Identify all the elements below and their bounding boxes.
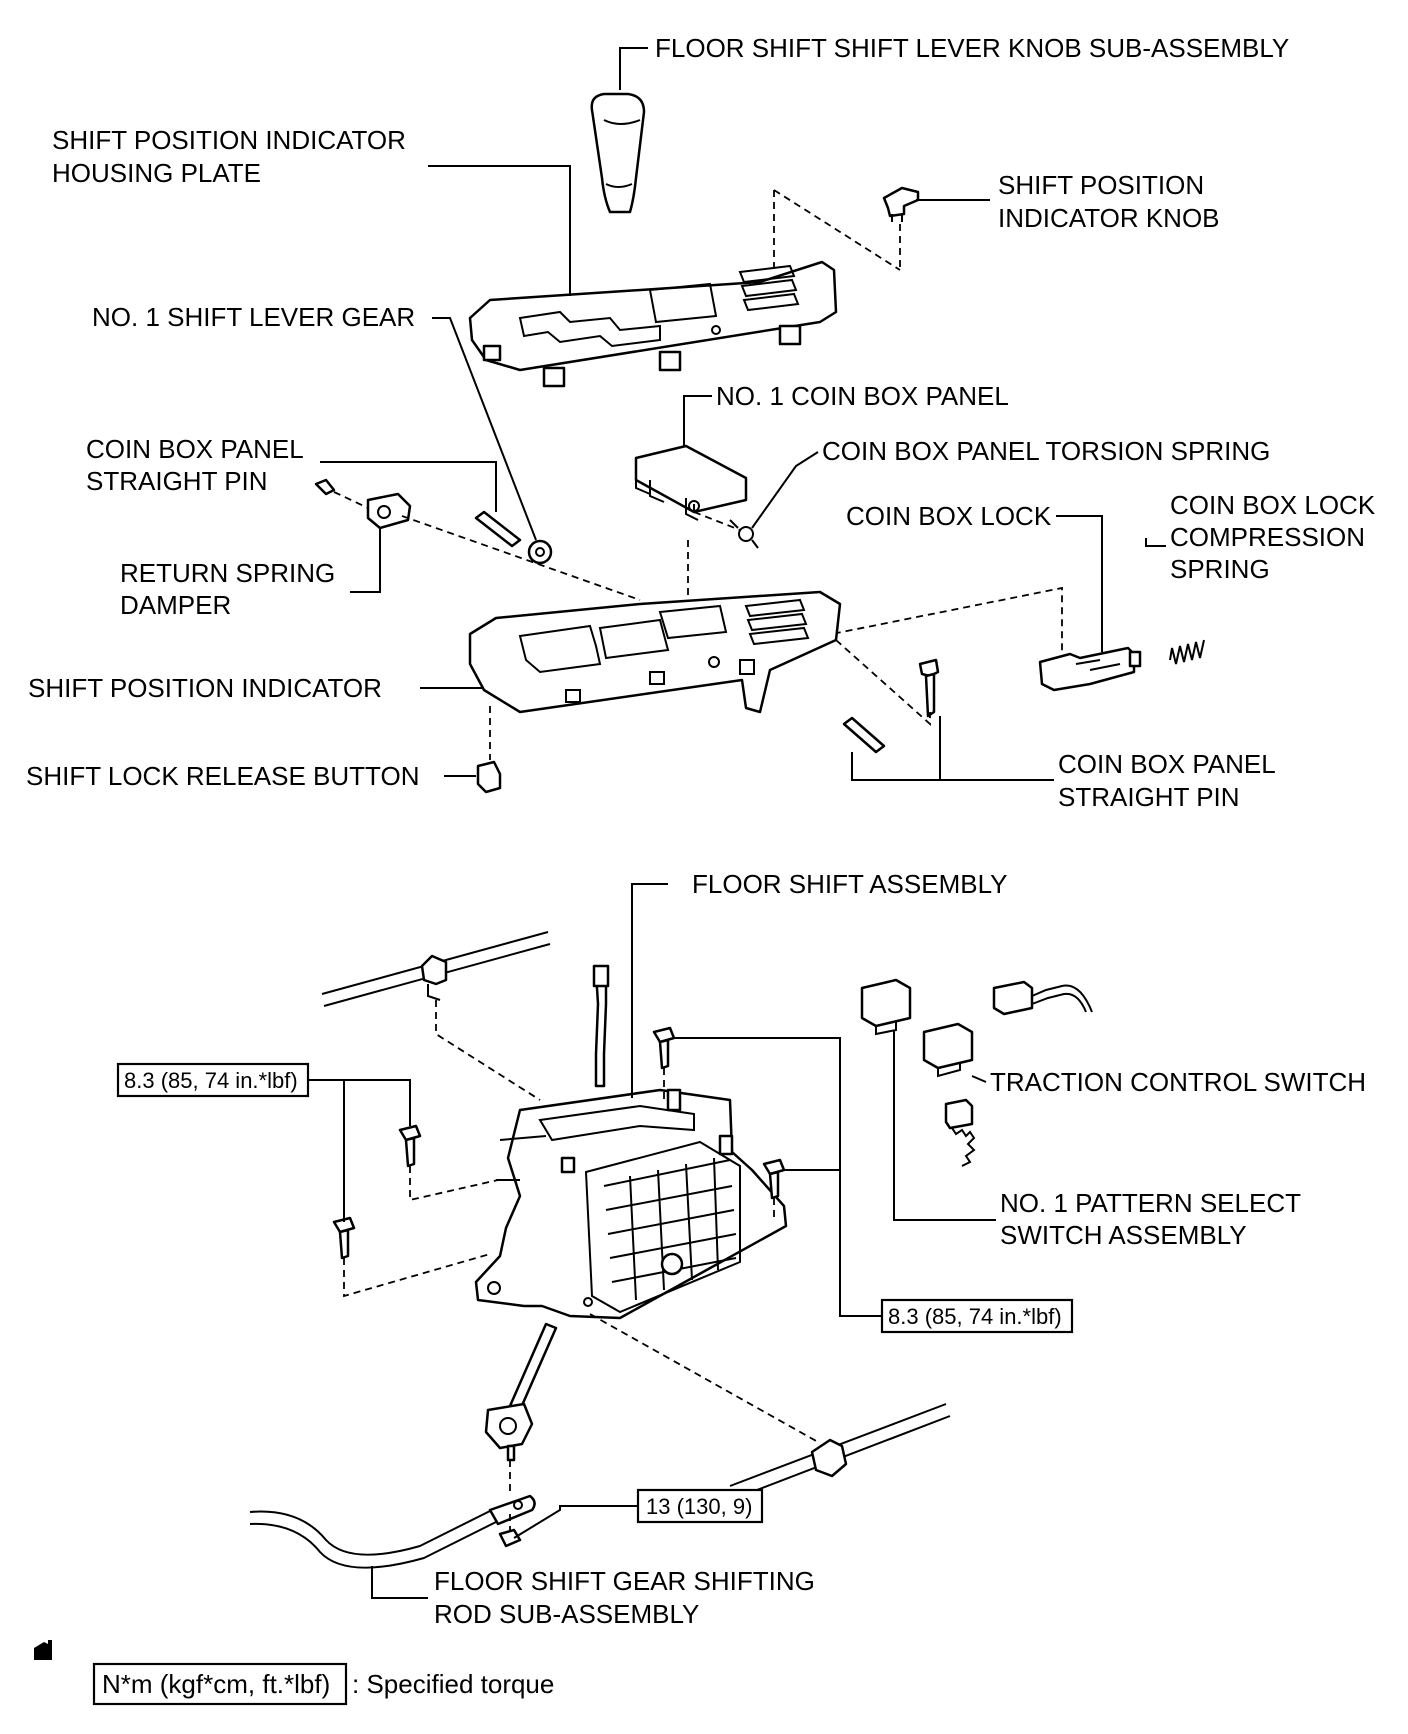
indicator-knob-drawing (882, 186, 920, 222)
traction-control-switch-drawing (860, 978, 1093, 1167)
floor-shift-assembly-drawing (474, 964, 788, 1320)
label-pattern-select-line2: SWITCH ASSEMBLY (1000, 1220, 1247, 1250)
label-pin-left-line2: STRAIGHT PIN (86, 466, 268, 496)
label-compression-spring-line1: COIN BOX LOCK (1170, 490, 1376, 520)
label-traction-control: TRACTION CONTROL SWITCH (990, 1067, 1366, 1097)
label-coin-box-panel: NO. 1 COIN BOX PANEL (716, 381, 1009, 411)
label-indicator-knob-line1: SHIFT POSITION (998, 170, 1204, 200)
torque-box-bottom (636, 1488, 764, 1524)
bolt-left-lower-drawing (332, 1216, 356, 1260)
shift-rod-drawing (249, 1494, 536, 1569)
housing-plate-drawing (468, 260, 838, 388)
legend-torque-box (92, 1662, 348, 1706)
label-return-damper-line2: DAMPER (120, 590, 231, 620)
bolt-left-upper-drawing (398, 1124, 422, 1168)
shift-lever-gear-drawing (527, 539, 553, 565)
label-torsion-spring: COIN BOX PANEL TORSION SPRING (822, 436, 1270, 466)
label-rod-subassembly-line2: ROD SUB-ASSEMBLY (434, 1599, 699, 1629)
label-housing-plate-line1: SHIFT POSITION INDICATOR (52, 125, 406, 155)
label-pin-right-line1: COIN BOX PANEL (1058, 749, 1276, 779)
label-knob-subassembly: FLOOR SHIFT SHIFT LEVER KNOB SUB-ASSEMBL… (655, 33, 1289, 63)
shift-lever-arm-drawing (484, 1322, 558, 1462)
label-pin-right-line2: STRAIGHT PIN (1058, 782, 1240, 812)
shift-position-indicator-drawing (468, 590, 842, 714)
label-shift-lock-release: SHIFT LOCK RELEASE BUTTON (26, 761, 419, 791)
bolt-top-center-drawing (652, 1026, 676, 1070)
coin-box-lock-drawing (1038, 646, 1142, 692)
bolt-right-drawing (762, 1158, 786, 1200)
straight-pin-right-drawing (842, 658, 940, 754)
label-housing-plate-line2: HOUSING PLATE (52, 158, 261, 188)
straight-pin-left-drawing (474, 510, 522, 548)
label-coin-box-lock: COIN BOX LOCK (846, 501, 1052, 531)
return-spring-damper-drawing (314, 478, 412, 530)
label-compression-spring-line3: SPRING (1170, 554, 1270, 584)
torque-value-left: 8.3 (85, 74 in.*lbf) (124, 1068, 298, 1093)
label-pin-left-line1: COIN BOX PANEL (86, 434, 304, 464)
torque-wrench-icon (34, 1640, 52, 1660)
label-compression-spring-line2: COMPRESSION (1170, 522, 1365, 552)
label-shift-lever-gear: NO. 1 SHIFT LEVER GEAR (92, 302, 415, 332)
label-shift-position-indicator: SHIFT POSITION INDICATOR (28, 673, 382, 703)
legend-unit-text: N*m (kgf*cm, ft.*lbf) (102, 1669, 330, 1699)
torsion-spring-drawing (729, 519, 759, 549)
label-return-damper-line1: RETURN SPRING (120, 558, 335, 588)
legend-description: : Specified torque (352, 1669, 554, 1699)
shift-lever-knob-drawing (590, 92, 646, 214)
lower-cable-drawing (729, 1403, 951, 1499)
torque-value-right: 8.3 (85, 74 in.*lbf) (888, 1304, 1062, 1329)
label-indicator-knob-line2: INDICATOR KNOB (998, 203, 1220, 233)
upper-cable-drawing (321, 931, 551, 1007)
compression-spring-drawing (1169, 639, 1205, 665)
torque-box-left (116, 1062, 310, 1098)
torque-box-right (880, 1298, 1074, 1334)
label-rod-subassembly-line1: FLOOR SHIFT GEAR SHIFTING (434, 1566, 815, 1596)
coin-box-panel-drawing (634, 444, 748, 521)
label-floor-shift-assembly: FLOOR SHIFT ASSEMBLY (692, 869, 1007, 899)
torque-value-bottom: 13 (130, 9) (646, 1494, 752, 1519)
label-pattern-select-line1: NO. 1 PATTERN SELECT (1000, 1188, 1301, 1218)
shift-lock-release-button-drawing (476, 760, 502, 794)
